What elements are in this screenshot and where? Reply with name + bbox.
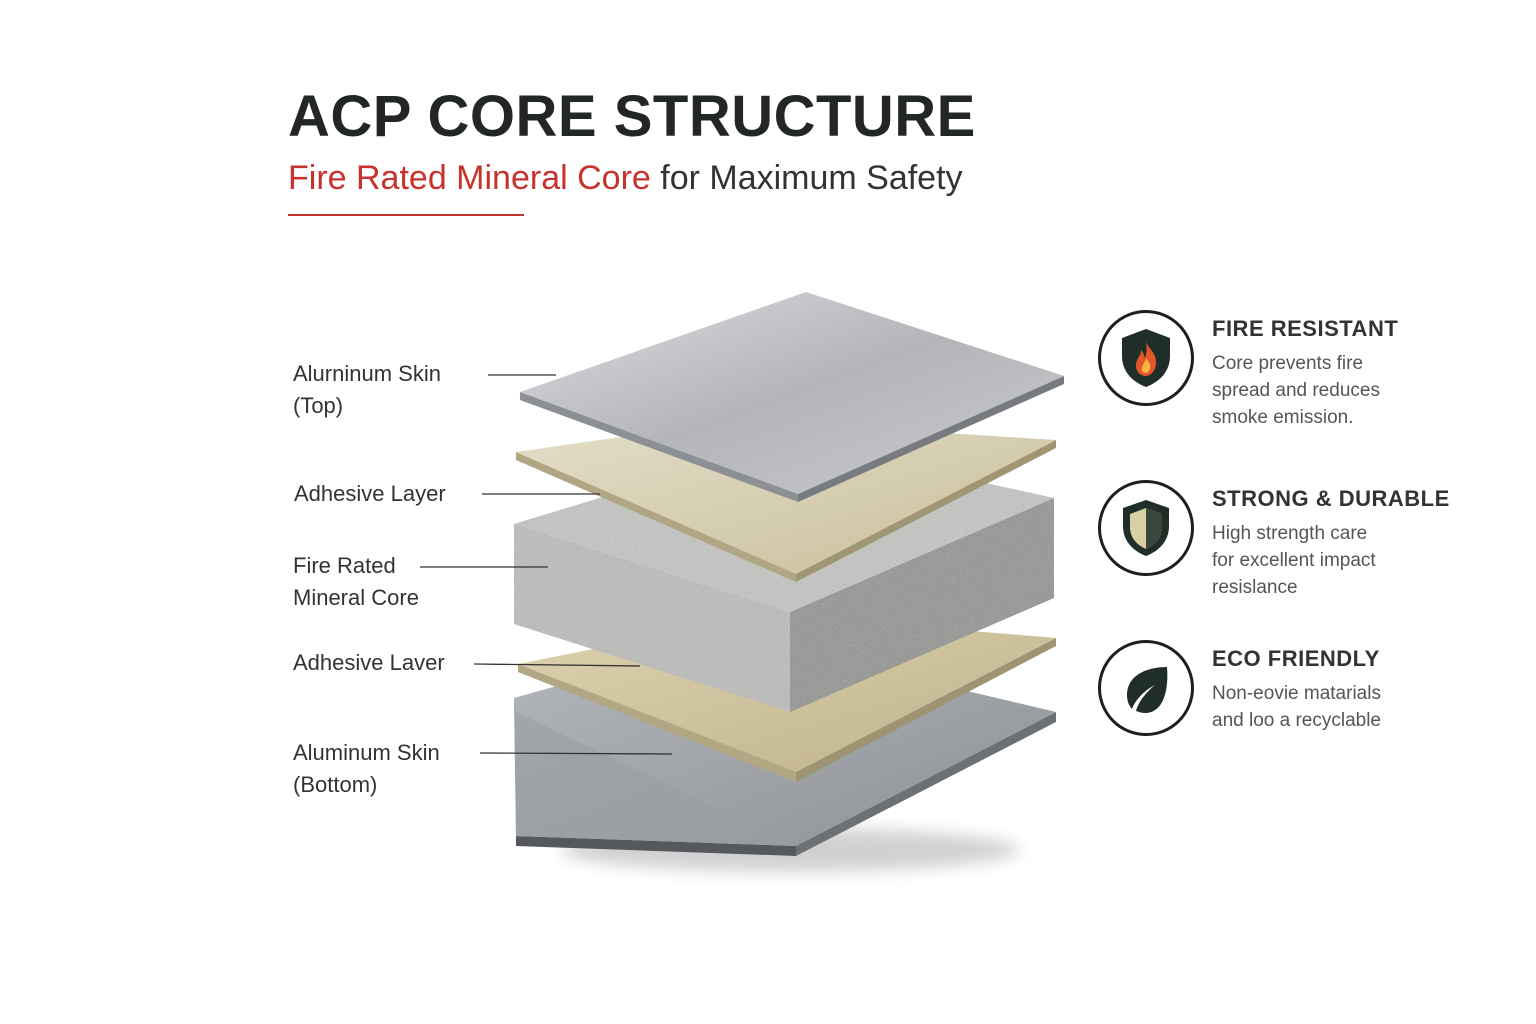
label-adhesive-bottom: Adhesive Laver — [293, 647, 445, 679]
feature-desc-line: High strength care — [1212, 523, 1368, 544]
shield-icon — [1098, 480, 1194, 576]
feature-title: ECO FRIENDLY — [1212, 646, 1380, 671]
feature-desc-line: smoke emission. — [1212, 407, 1354, 428]
leader-lines — [420, 374, 673, 755]
label-adhesive-top: Adhesive Layer — [294, 478, 446, 510]
feature-desc-line: spread and reduces — [1212, 380, 1380, 401]
feature-description: High strength care for excellent impact … — [1212, 520, 1376, 601]
label-aluminum-top: Alurninum Skin (Top) — [293, 358, 441, 422]
label-mineral-core: Fire Rated Mineral Core — [293, 550, 419, 614]
subtitle-rest: for Maximum Safety — [650, 159, 963, 197]
flame-shield-icon — [1098, 310, 1194, 406]
feature-fire-resistant: FIRE RESISTANT Core prevents fire spread… — [1098, 310, 1518, 428]
title-underline — [288, 214, 524, 216]
label-line: Fire Rated — [293, 553, 396, 578]
leaf-icon — [1098, 640, 1194, 736]
label-line: Alurninum Skin — [293, 361, 441, 386]
feature-strong-durable: STRONG & DURABLE High strength care for … — [1098, 480, 1518, 598]
label-aluminum-bottom: Aluminum Skin (Bottom) — [293, 737, 440, 801]
label-line: Mineral Core — [293, 585, 419, 610]
feature-eco-friendly: ECO FRIENDLY Non-eovie matarials and loo… — [1098, 640, 1518, 750]
feature-description: Non-eovie matarials and loo a recyclable — [1212, 680, 1381, 734]
leader-line-aluminum-bottom — [479, 752, 673, 755]
feature-description: Core prevents fire spread and reduces sm… — [1212, 350, 1380, 431]
subtitle-accent: Fire Rated Mineral Core — [288, 159, 651, 197]
feature-desc-line: for excellent impact — [1212, 550, 1376, 571]
feature-desc-line: Core prevents fire — [1212, 353, 1364, 374]
label-line: Aluminum Skin — [293, 740, 440, 765]
feature-desc-line: and loo a recyclable — [1212, 710, 1381, 731]
label-line: Adhesive Laver — [293, 650, 445, 675]
label-line: (Bottom) — [293, 772, 378, 797]
label-line: (Top) — [293, 393, 344, 418]
leader-line-adhesive-bottom — [473, 663, 641, 667]
feature-desc-line: resislance — [1212, 577, 1298, 598]
feature-desc-line: Non-eovie matarials — [1212, 683, 1381, 704]
layer-aluminum-top — [520, 292, 1064, 502]
label-line: Adhesive Layer — [294, 481, 446, 506]
feature-title: STRONG & DURABLE — [1212, 486, 1450, 511]
page-title: ACP CORE STRUCTURE — [288, 84, 976, 149]
page-subtitle: Fire Rated Mineral Core for Maximum Safe… — [288, 158, 963, 198]
feature-title: FIRE RESISTANT — [1212, 316, 1399, 341]
